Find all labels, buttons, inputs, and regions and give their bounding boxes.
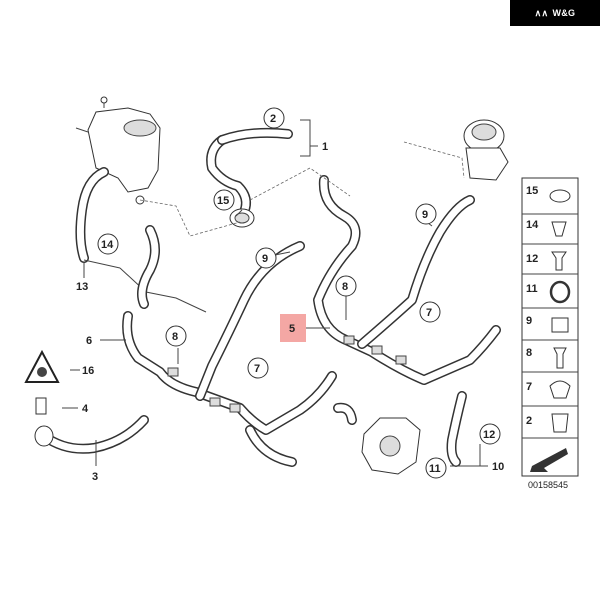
svg-text:8: 8 [342, 281, 348, 293]
holder-icon [551, 317, 569, 333]
svg-text:7: 7 [426, 307, 432, 319]
hose-clamps [167, 335, 407, 413]
svg-text:9: 9 [262, 253, 268, 265]
svg-text:8: 8 [172, 331, 178, 343]
svg-text:3: 3 [92, 471, 98, 483]
callout-7-left: 7 [247, 357, 269, 379]
hose-clamp-icon [549, 189, 571, 203]
callout-11: 11 [425, 457, 447, 479]
plug-icon [551, 413, 569, 433]
callout-14: 14 [97, 233, 119, 255]
svg-text:4: 4 [82, 403, 89, 415]
o-ring-icon [549, 280, 571, 304]
thermostat-housing [333, 402, 421, 475]
legend-item-label: 8 [526, 347, 532, 359]
callout-12: 12 [479, 423, 501, 445]
svg-text:2: 2 [270, 113, 276, 125]
callout-1: 1 [322, 141, 328, 153]
callout-9-left: 9 [255, 247, 277, 269]
svg-text:11: 11 [429, 463, 441, 475]
svg-text:7: 7 [254, 363, 260, 375]
callout-2: 2 [263, 107, 285, 129]
callout-5: 5 [280, 314, 306, 342]
svg-text:16: 16 [82, 365, 94, 377]
clip-icon [549, 380, 571, 399]
diagram-number: 00158545 [528, 480, 568, 490]
legend-item-label: 15 [526, 185, 538, 197]
callout-16: 16 [82, 365, 94, 377]
brand-text: W&G [552, 8, 576, 18]
screw-icon [551, 251, 567, 271]
svg-text:9: 9 [422, 209, 428, 221]
arrow-icon [530, 448, 568, 472]
svg-text:15: 15 [217, 195, 229, 207]
callout-6: 6 [86, 335, 92, 347]
callout-10: 10 [492, 461, 504, 473]
water-pump [463, 119, 509, 181]
bolt-icon [553, 347, 567, 369]
brand-badge: ∧∧ W&G [510, 0, 600, 26]
wings-logo-icon: ∧∧ [534, 7, 549, 18]
callout-13: 13 [76, 281, 88, 293]
callout-8-left: 8 [165, 325, 187, 347]
svg-text:13: 13 [76, 281, 88, 293]
callout-3: 3 [92, 471, 98, 483]
legend-item-label: 9 [526, 315, 532, 327]
callout-8-right: 8 [335, 275, 357, 297]
warning-triangle-icon [24, 349, 60, 383]
callout-4: 4 [82, 403, 89, 415]
sensor-part [35, 397, 47, 415]
legend-item-label: 2 [526, 415, 532, 427]
legend-item-label: 12 [526, 253, 538, 265]
legend-item-label: 14 [526, 219, 539, 231]
callout-9-right: 9 [415, 203, 437, 225]
svg-text:1: 1 [322, 141, 328, 153]
legend-item-label: 7 [526, 381, 532, 393]
svg-text:6: 6 [86, 335, 92, 347]
callout-7-right: 7 [419, 301, 441, 323]
parts-legend: 15 14 12 11 9 8 7 2 [521, 177, 579, 477]
svg-text:5: 5 [289, 323, 295, 335]
svg-text:10: 10 [492, 461, 504, 473]
callout-15: 15 [213, 189, 235, 211]
push-clip-icon [551, 221, 567, 237]
svg-text:12: 12 [483, 429, 495, 441]
svg-text:14: 14 [101, 239, 114, 251]
legend-item-label: 11 [526, 283, 538, 295]
